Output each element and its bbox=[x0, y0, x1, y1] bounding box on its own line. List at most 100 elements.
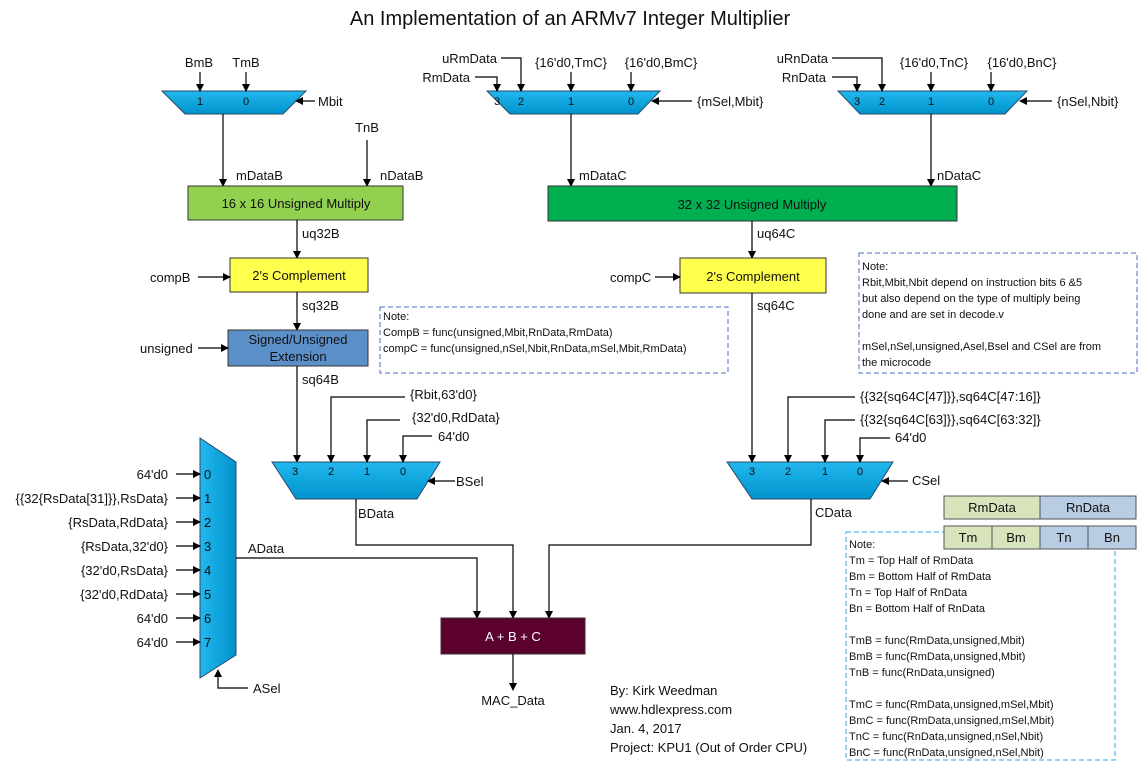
note-line: CompB = func(unsigned,Mbit,RnData,RmData… bbox=[383, 327, 613, 339]
signal-label: 64'd0 bbox=[438, 429, 469, 444]
note-line: mSel,nSel,unsigned,Asel,Bsel and CSel ar… bbox=[862, 341, 1101, 353]
note-line: BnC = func(RnData,unsigned,nSel,Nbit) bbox=[849, 747, 1044, 759]
mux-mc-shape bbox=[485, 90, 662, 115]
note-line: Note: bbox=[383, 311, 409, 323]
mux-port: 3 bbox=[854, 96, 860, 108]
select-label: {nSel,Nbit} bbox=[1057, 94, 1119, 109]
mult16-label: 16 x 16 Unsigned Multiply bbox=[222, 196, 371, 211]
signal-label: CData bbox=[815, 505, 853, 520]
note-line: compC = func(unsigned,nSel,Nbit,RnData,m… bbox=[383, 343, 687, 355]
register-label: Bm bbox=[1006, 530, 1026, 545]
mux-nc: 3 2 1 0 uRnData RnData {16'd0,TnC} {16'd… bbox=[777, 51, 1119, 115]
mux-port: 1 bbox=[928, 96, 934, 108]
mux-nc-shape bbox=[836, 90, 1029, 115]
select-label: Mbit bbox=[318, 94, 343, 109]
note-line: TnC = func(RnData,unsigned,nSel,Nbit) bbox=[849, 731, 1043, 743]
signal-label: BData bbox=[358, 506, 395, 521]
extension-label: Extension bbox=[269, 349, 326, 364]
signal-label: {{32{sq64C[47]}},sq64C[47:16]} bbox=[860, 389, 1041, 404]
wire bbox=[399, 435, 432, 463]
note-line: the microcode bbox=[862, 357, 931, 369]
signal-label: nDataB bbox=[380, 168, 423, 183]
signal-label: {RsData,32'd0} bbox=[81, 539, 169, 554]
note-line: Tn = Top Half of RnData bbox=[849, 587, 968, 599]
register-cell-rn bbox=[1039, 495, 1137, 520]
signal-label: compB bbox=[150, 270, 190, 285]
mux-port: 1 bbox=[197, 96, 203, 108]
signal-label: {32'd0,RdData} bbox=[80, 587, 168, 602]
mux-b1: 1 0 BmB TmB Mbit bbox=[160, 55, 343, 115]
register-cell-bn bbox=[1087, 525, 1137, 550]
select-label: CSel bbox=[912, 473, 940, 488]
select-label: ASel bbox=[253, 681, 281, 696]
register-label: Tm bbox=[959, 530, 978, 545]
note-line: Note: bbox=[862, 261, 888, 273]
adder-block bbox=[440, 617, 586, 655]
wire bbox=[832, 57, 886, 92]
signal-label: {32'd0,RdData} bbox=[412, 410, 500, 425]
signal-label: 64'd0 bbox=[137, 635, 168, 650]
signal-label: {16'd0,TnC} bbox=[900, 55, 969, 70]
note-line: Note: bbox=[849, 539, 875, 551]
signal-label: {32'd0,RsData} bbox=[81, 563, 169, 578]
mux-a-shape bbox=[199, 437, 237, 679]
mux-b1-shape bbox=[160, 90, 308, 115]
signal-label: {16'd0,TmC} bbox=[535, 55, 608, 70]
note-definitions bbox=[845, 531, 1116, 761]
wire bbox=[214, 669, 248, 689]
signal-label: MAC_Data bbox=[481, 693, 545, 708]
mux-port: 5 bbox=[204, 587, 211, 602]
mult32-block bbox=[547, 185, 958, 222]
wire bbox=[363, 419, 400, 463]
wire bbox=[821, 419, 855, 463]
signal-label: {RsData,RdData} bbox=[68, 515, 168, 530]
wire bbox=[545, 499, 812, 619]
mux-port: 2 bbox=[785, 466, 791, 478]
signal-label: TmB bbox=[232, 55, 259, 70]
signal-label: TnB bbox=[355, 120, 379, 135]
credit-line: Jan. 4, 2017 bbox=[610, 721, 682, 736]
signal-label: {{32{sq64C[63]}},sq64C[63:32]} bbox=[860, 412, 1041, 427]
wire bbox=[236, 557, 481, 619]
signal-label: sq64C bbox=[757, 298, 795, 313]
signal-label: mDataC bbox=[579, 168, 627, 183]
mux-port: 2 bbox=[879, 96, 885, 108]
signal-label: uq32B bbox=[302, 226, 340, 241]
signal-label: sq32B bbox=[302, 298, 339, 313]
signal-label: uRmData bbox=[442, 51, 498, 66]
mux-port: 1 bbox=[364, 466, 370, 478]
wire bbox=[832, 76, 861, 92]
signal-label: {16'd0,BmC} bbox=[625, 55, 698, 70]
signal-label: {Rbit,63'd0} bbox=[410, 387, 477, 402]
signal-label: mDataB bbox=[236, 168, 283, 183]
wire bbox=[501, 57, 525, 92]
compC-label: 2's Complement bbox=[706, 269, 800, 284]
mux-port: 7 bbox=[204, 635, 211, 650]
select-label: BSel bbox=[456, 474, 484, 489]
signal-label: AData bbox=[248, 541, 285, 556]
credit-line: Project: KPU1 (Out of Order CPU) bbox=[610, 740, 807, 755]
signal-label: {16'd0,BnC} bbox=[988, 55, 1058, 70]
mux-c2-shape bbox=[726, 461, 894, 500]
note-line: TmC = func(RmData,unsigned,mSel,Mbit) bbox=[849, 699, 1053, 711]
signal-label: {{32{RsData[31]}},RsData} bbox=[15, 491, 168, 506]
wire bbox=[327, 396, 405, 463]
signal-label: sq64B bbox=[302, 372, 339, 387]
note-line: BmB = func(RmData,unsigned,Mbit) bbox=[849, 651, 1025, 663]
mult16-block bbox=[187, 185, 404, 221]
mux-port: 3 bbox=[292, 466, 298, 478]
mux-port: 6 bbox=[204, 611, 211, 626]
mux-port: 2 bbox=[328, 466, 334, 478]
credit-line: By: Kirk Weedman bbox=[610, 683, 717, 698]
register-label: RnData bbox=[1066, 500, 1111, 515]
mux-c2: 3 2 1 0 {{32{sq64C[47]}},sq64C[47:16]} {… bbox=[726, 389, 1041, 500]
note-line: TmB = func(RmData,unsigned,Mbit) bbox=[849, 635, 1025, 647]
mux-port: 0 bbox=[400, 466, 406, 478]
mux-b2: 3 2 1 0 {Rbit,63'd0} {32'd0,RdData} 64'd… bbox=[271, 387, 500, 500]
mux-port: 2 bbox=[204, 515, 211, 530]
select-label: {mSel,Mbit} bbox=[697, 94, 764, 109]
mux-b2-shape bbox=[271, 461, 441, 500]
note-line: but also depend on the type of multiply … bbox=[862, 293, 1080, 305]
credit-line: www.hdlexpress.com bbox=[609, 702, 732, 717]
mux-port: 0 bbox=[204, 467, 211, 482]
